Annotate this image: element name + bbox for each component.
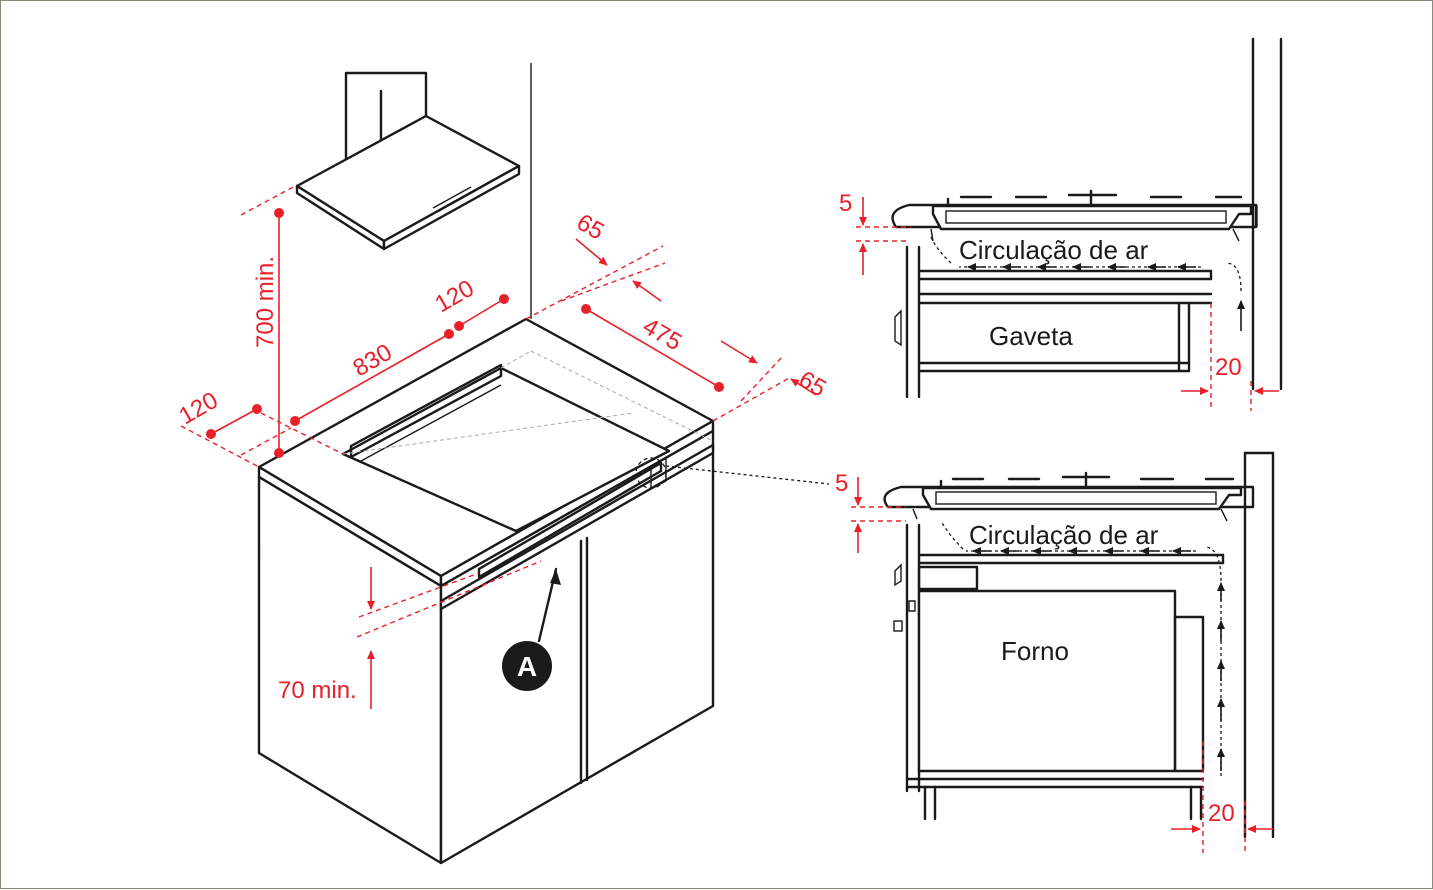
front-gap-label: 70 min.: [278, 677, 357, 704]
dimension-front-clearance: 65: [720, 340, 831, 403]
dimension-front-gap: 70 min.: [278, 560, 542, 709]
oven-side-gap-label: 20: [1208, 800, 1235, 827]
drawer-label: Gaveta: [989, 321, 1073, 351]
front-clearance-label: 65: [794, 366, 831, 403]
hob-cutout: [341, 350, 714, 533]
dimension-hood-height: 700 min.: [240, 184, 298, 458]
drawer-air-label: Circulação de ar: [959, 235, 1149, 265]
detail-oven: 5 20 Circulação de ar Forno: [835, 451, 1275, 853]
cabinet: [257, 429, 715, 865]
hood-height-label: 700 min.: [252, 256, 279, 348]
oven-air-label: Circulação de ar: [969, 520, 1159, 550]
drawer-side-gap-label: 20: [1215, 354, 1242, 381]
cutout-depth-label: 475: [638, 313, 686, 356]
callout-a-label: A: [517, 651, 537, 682]
dimension-top-depth: 120: [431, 275, 509, 331]
cutout-width-label: 830: [349, 339, 397, 382]
detail-callout-circle: [635, 457, 830, 489]
drawer-gap-label: 5: [839, 190, 852, 217]
callout-a: A: [502, 567, 561, 691]
dimension-left-margin: 120: [175, 387, 262, 468]
oven-label: Forno: [1001, 636, 1069, 666]
oven-gap-label: 5: [835, 470, 848, 497]
left-margin-label: 120: [175, 387, 223, 430]
top-depth-label: 120: [431, 275, 479, 318]
range-hood: [295, 71, 521, 251]
detail-drawer: 5 20 Circulação de ar Gaveta: [839, 37, 1283, 411]
